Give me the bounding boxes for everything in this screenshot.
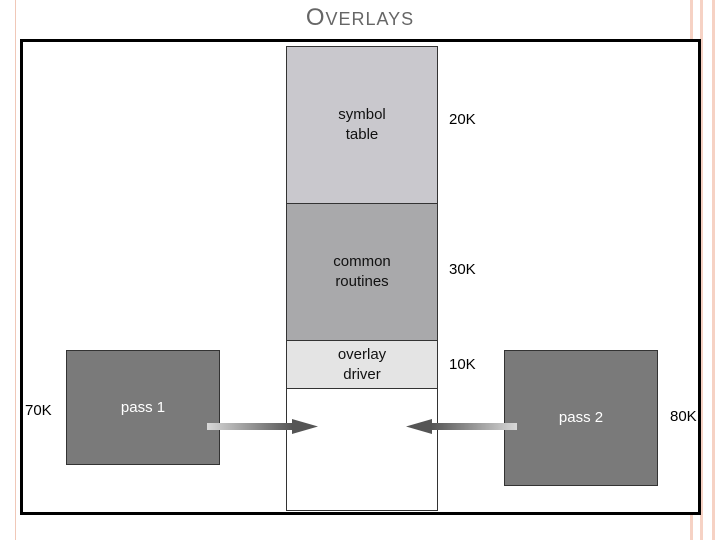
pass2-block: pass 2 (504, 350, 658, 486)
pass2-arrow (406, 419, 517, 434)
slide-title: OVERLAYS (0, 4, 720, 32)
pass2-size: 80K (670, 408, 697, 425)
common-routines-size: 30K (449, 261, 476, 278)
overlay-driver-label: overlay driver (337, 345, 387, 383)
pass2-label: pass 2 (558, 409, 604, 426)
symbol-table-size: 20K (449, 111, 476, 128)
title-first-letter: O (305, 4, 326, 31)
overlay-driver-block: overlay driver (286, 340, 438, 389)
right-edge-accent-2 (700, 0, 703, 540)
right-edge-accent-3 (712, 0, 715, 540)
pass1-size: 70K (25, 402, 52, 419)
common-routines-label: common routines (333, 253, 391, 290)
common-routines-block: common routines (286, 203, 438, 341)
overlay-area-block (286, 388, 438, 511)
symbol-table-block: symbol table (286, 46, 438, 204)
pass1-block: pass 1 (66, 350, 220, 465)
pass1-label: pass 1 (120, 398, 166, 416)
left-edge-accent (2, 0, 16, 540)
pass1-arrow (207, 419, 318, 434)
title-rest: VERLAYS (325, 9, 415, 29)
symbol-table-label: symbol table (338, 106, 386, 143)
overlay-driver-size: 10K (449, 356, 476, 373)
